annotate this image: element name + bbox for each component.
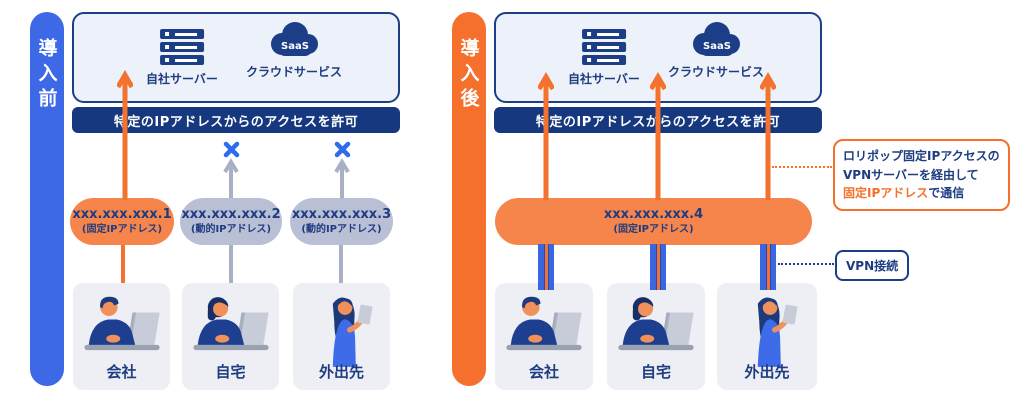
- after-server-group: 自社サーバー: [568, 14, 640, 87]
- ip-pill-dynamic-3: xxx.xxx.xxx.3 (動的IPアドレス): [290, 198, 393, 245]
- location-label: 自宅: [640, 363, 671, 381]
- location-label: 会社: [106, 363, 137, 381]
- fixed-ip-allowed-arrow: [538, 72, 554, 200]
- vpn-note-line2: VPNサーバーを経由して: [843, 167, 979, 182]
- server-label: 自社サーバー: [146, 72, 218, 86]
- location-label: 外出先: [744, 363, 790, 381]
- after-cloud-group: SaaS クラウドサービス: [668, 14, 764, 80]
- ip-pill-fixed-1: xxx.xxx.xxx.1 (固定IPアドレス): [70, 198, 174, 245]
- dynamic-ip-blocked-arrow: [223, 158, 239, 198]
- after-side-bar: 導入後: [452, 12, 486, 386]
- vpn-note-line3: 固定IPアドレスで通信: [843, 184, 1000, 203]
- vpn-note-highlight: 固定IPアドレス: [843, 186, 929, 201]
- ip-address: xxx.xxx.xxx.4: [603, 207, 704, 223]
- before-side-label: 導入前: [35, 38, 58, 113]
- dynamic-ip-blocked-arrow: [334, 158, 350, 198]
- saas-cloud-text: SaaS: [281, 41, 309, 52]
- server-label: 自社サーバー: [568, 72, 640, 86]
- cloud-label: クラウドサービス: [245, 65, 343, 79]
- person-at-laptop-icon: [618, 297, 694, 351]
- cloud-label: クラウドサービス: [667, 65, 765, 79]
- ip-address: xxx.xxx.xxx.1: [72, 207, 172, 223]
- ip-type: (動的IPアドレス): [301, 223, 382, 235]
- server-rack-icon: [581, 29, 626, 65]
- ip-address: xxx.xxx.xxx.2: [181, 207, 281, 223]
- location-card-office: 会社: [495, 283, 593, 390]
- person-with-tablet-icon: [757, 297, 798, 367]
- vpn-tag-connector-dotted-line: [778, 263, 834, 265]
- fixed-ip-allowed-arrow: [117, 70, 133, 200]
- vpn-note-line1: ロリポップ固定IPアクセスの: [843, 149, 1000, 163]
- location-card-home: 自宅: [607, 283, 705, 390]
- blocked-x-icon: [334, 141, 351, 158]
- before-cloud-group: SaaS クラウドサービス: [246, 14, 342, 80]
- fixed-ip-allowed-arrow: [760, 72, 776, 200]
- saas-cloud-text: SaaS: [703, 41, 731, 52]
- saas-cloud-icon: SaaS: [692, 22, 740, 56]
- ip-pill-fixed-shared: xxx.xxx.xxx.4 (固定IPアドレス): [495, 198, 812, 245]
- location-card-home: 自宅: [182, 283, 279, 390]
- location-label: 外出先: [318, 363, 364, 381]
- vpn-note-rest: で通信: [928, 186, 965, 201]
- ip-type: (固定IPアドレス): [81, 223, 163, 235]
- person-with-tablet-icon: [332, 297, 372, 367]
- location-card-on-the-go: 外出先: [717, 283, 817, 390]
- location-card-office: 会社: [73, 283, 170, 390]
- vpn-connection-tag: VPN接続: [835, 250, 910, 281]
- person-at-laptop-icon: [192, 297, 269, 351]
- fixed-ip-allowed-arrow: [650, 72, 666, 200]
- vpn-tunnel-connector: [760, 244, 776, 290]
- location-label: 会社: [528, 363, 559, 381]
- after-side-label: 導入後: [457, 38, 480, 113]
- person-at-laptop-icon: [83, 296, 160, 351]
- ip-type: (固定IPアドレス): [613, 223, 694, 235]
- location-label: 自宅: [215, 363, 246, 381]
- before-side-bar: 導入前: [30, 12, 64, 386]
- blocked-x-icon: [223, 141, 240, 158]
- ip-address: xxx.xxx.xxx.3: [291, 207, 392, 223]
- vpn-note-box: ロリポップ固定IPアクセスの VPNサーバーを経由して 固定IPアドレスで通信: [833, 139, 1010, 211]
- vpn-tunnel-connector: [538, 244, 554, 290]
- vpn-tunnel-connector: [650, 244, 666, 290]
- ip-type: (動的IPアドレス): [190, 223, 272, 235]
- connector-line: [121, 245, 125, 284]
- before-server-group: 自社サーバー: [146, 14, 218, 87]
- person-at-laptop-icon: [506, 296, 582, 351]
- connector-line: [339, 245, 343, 284]
- note-connector-dotted-line: [772, 166, 832, 168]
- ip-pill-dynamic-2: xxx.xxx.xxx.2 (動的IPアドレス): [180, 198, 282, 245]
- connector-line: [229, 245, 233, 284]
- location-card-on-the-go: 外出先: [293, 283, 390, 390]
- saas-cloud-icon: SaaS: [270, 22, 318, 56]
- server-rack-icon: [159, 29, 204, 65]
